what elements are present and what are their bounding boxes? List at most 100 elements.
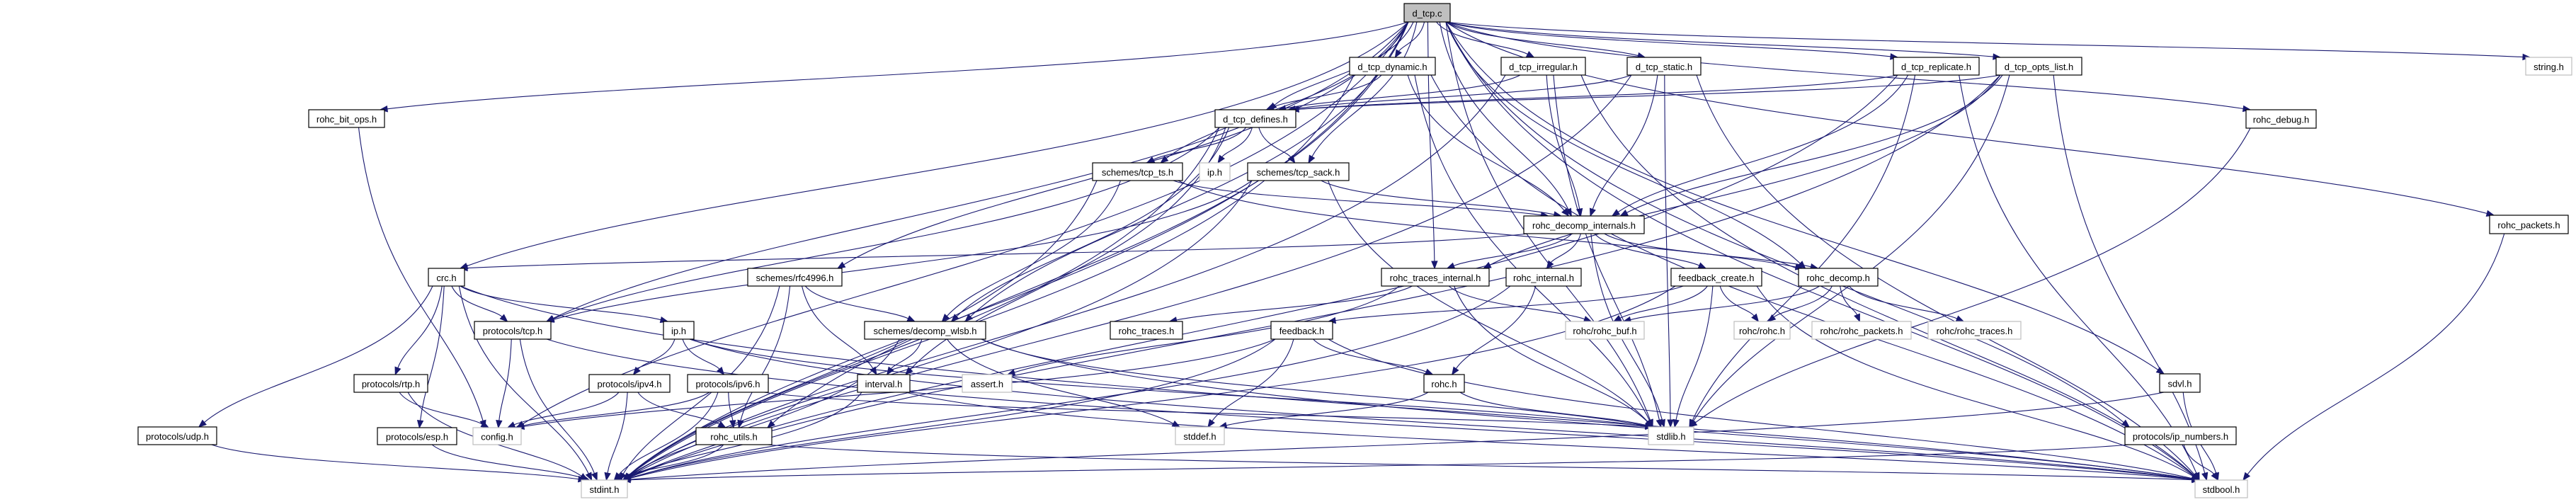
- node-protocols-udp-h[interactable]: protocols/udp.h: [137, 426, 217, 445]
- arrowhead-icon: [585, 472, 593, 481]
- node-box[interactable]: [1505, 268, 1582, 287]
- node-rohc-decomp-h[interactable]: rohc_decomp.h: [1798, 268, 1879, 287]
- node-ip-h[interactable]: ip.h: [663, 321, 695, 340]
- node-protocols-ipv6-h[interactable]: protocols/ipv6.h: [687, 374, 769, 393]
- node-schemes-tcp-sack-h[interactable]: schemes/tcp_sack.h: [1247, 162, 1350, 181]
- node-label: d_tcp.c: [1413, 8, 1442, 19]
- edge-crc-h-to-protocols-esp-h: [420, 285, 445, 421]
- node-box[interactable]: [1523, 215, 1645, 234]
- node-box[interactable]: [353, 374, 428, 393]
- node-label: rohc_debug.h: [2253, 115, 2310, 125]
- arrowhead-icon: [1854, 313, 1860, 323]
- edge-d-tcp-c-to-string-h: [1445, 21, 2524, 58]
- node-d-tcp-dynamic-h[interactable]: d_tcp_dynamic.h: [1349, 57, 1436, 76]
- arrowhead-icon: [2242, 472, 2251, 481]
- node-rohc-bit-ops-h[interactable]: rohc_bit_ops.h: [308, 109, 385, 128]
- node-box[interactable]: [1349, 57, 1436, 76]
- node-d-tcp-replicate-h[interactable]: d_tcp_replicate.h: [1893, 57, 1980, 76]
- node-box[interactable]: [1893, 57, 1980, 76]
- edge-d-tcp-replicate-h-to-d-tcp-defines-h: [1298, 74, 1898, 110]
- node-d-tcp-opts-list-h[interactable]: d_tcp_opts_list.h: [1995, 57, 2082, 76]
- node-rohc-decomp-internals-h[interactable]: rohc_decomp_internals.h: [1523, 215, 1645, 234]
- node-box[interactable]: [1995, 57, 2082, 76]
- node-box[interactable]: [428, 268, 465, 287]
- edge-rohc-bit-ops-h-to-config-h: [358, 127, 484, 421]
- node-box[interactable]: [1626, 57, 1702, 76]
- edge-d-tcp-c-to-rohc-decomp-internals-h: [1439, 21, 1569, 210]
- node-protocols-ipv4-h[interactable]: protocols/ipv4.h: [588, 374, 671, 393]
- node-protocols-tcp-h[interactable]: protocols/tcp.h: [474, 321, 552, 340]
- node-box[interactable]: [1798, 268, 1879, 287]
- node-box[interactable]: [1270, 321, 1333, 340]
- node-protocols-ip-numbers-h[interactable]: protocols/ip_numbers.h: [2124, 426, 2237, 445]
- node-rohc-traces-h[interactable]: rohc_traces.h: [1110, 321, 1183, 340]
- edge-crc-h-to-protocols-udp-h: [204, 285, 433, 423]
- node-d-tcp-c: d_tcp.c: [1403, 3, 1451, 23]
- edge-sdvl-h-to-stdint-h: [629, 392, 2165, 480]
- node-sdvl-h[interactable]: sdvl.h: [2159, 373, 2201, 393]
- edge-d-tcp-opts-list-h-to-rohc-traces-internal-h: [1489, 74, 2001, 266]
- arrowhead-icon: [1955, 315, 1965, 322]
- node-rohc-debug-h[interactable]: rohc_debug.h: [2245, 109, 2317, 129]
- node-schemes-decomp-wlsb-h[interactable]: schemes/decomp_wlsb.h: [864, 321, 986, 340]
- node-box[interactable]: [663, 321, 695, 340]
- node-interval-h[interactable]: interval.h: [857, 374, 911, 393]
- node-box[interactable]: [864, 321, 986, 340]
- node-rohc-packets-h[interactable]: rohc_packets.h: [2489, 215, 2569, 234]
- edge-d-tcp-c-to-protocols-ip-numbers-h: [1445, 21, 2124, 423]
- node-box: [2194, 479, 2248, 498]
- node-box[interactable]: [1110, 321, 1183, 340]
- node-box[interactable]: [2159, 373, 2201, 393]
- edge-schemes-rfc4996-h-to-stdint-h: [622, 285, 780, 474]
- node-rohc-internal-h[interactable]: rohc_internal.h: [1505, 268, 1582, 287]
- node-crc-h[interactable]: crc.h: [428, 268, 465, 287]
- node-box[interactable]: [2489, 215, 2569, 234]
- node-box[interactable]: [1247, 162, 1350, 181]
- edge-schemes-tcp-sack-h-to-rohc-decomp-internals-h: [1321, 180, 1555, 215]
- node-box[interactable]: [1670, 268, 1762, 287]
- node-label: protocols/ipv6.h: [695, 379, 760, 389]
- arrowhead-icon: [499, 314, 508, 322]
- node-feedback-create-h[interactable]: feedback_create.h: [1670, 268, 1762, 287]
- node-schemes-tcp-ts-h[interactable]: schemes/tcp_ts.h: [1092, 162, 1183, 181]
- edge-rohc-decomp-internals-h-to-stdlib-h: [1590, 233, 1663, 421]
- node-box[interactable]: [857, 374, 911, 393]
- node-rohc-traces-internal-h[interactable]: rohc_traces_internal.h: [1381, 268, 1490, 287]
- node-label: rohc/rohc_traces.h: [1937, 326, 2013, 336]
- node-protocols-esp-h[interactable]: protocols/esp.h: [377, 427, 457, 445]
- node-box[interactable]: [687, 374, 769, 393]
- node-box[interactable]: [1214, 109, 1296, 128]
- edge-ip-h-to-stdlib-h: [689, 338, 1646, 427]
- node-d-tcp-irregular-h[interactable]: d_tcp_irregular.h: [1500, 57, 1586, 76]
- edge-d-tcp-opts-list-h-to-stdbool-h: [2053, 74, 2206, 474]
- node-schemes-rfc4996-h[interactable]: schemes/rfc4996.h: [747, 268, 843, 287]
- node-d-tcp-static-h[interactable]: d_tcp_static.h: [1626, 57, 1702, 76]
- arrowhead-icon: [1688, 419, 1698, 428]
- node-box[interactable]: [308, 109, 385, 128]
- edge-rohc-debug-h-to-stdlib-h: [1694, 127, 2251, 423]
- node-box[interactable]: [137, 426, 217, 445]
- node-box[interactable]: [1381, 268, 1490, 287]
- edge-d-tcp-defines-h-to-ip-h-ext: [1221, 127, 1253, 158]
- node-rohc-h[interactable]: rohc.h: [1423, 374, 1465, 393]
- node-feedback-h[interactable]: feedback.h: [1270, 321, 1333, 340]
- node-rohc-utils-h[interactable]: rohc_utils.h: [695, 427, 773, 445]
- node-d-tcp-defines-h[interactable]: d_tcp_defines.h: [1214, 109, 1296, 128]
- arrowhead-icon: [1451, 366, 1459, 376]
- node-box[interactable]: [2124, 426, 2237, 445]
- node-box[interactable]: [588, 374, 671, 393]
- edge-feedback-create-h-to-stdint-h: [629, 285, 1676, 479]
- node-box[interactable]: [474, 321, 552, 340]
- node-string-h: string.h: [2525, 57, 2572, 76]
- node-box[interactable]: [695, 427, 773, 445]
- node-box[interactable]: [747, 268, 843, 287]
- edge-d-tcp-defines-h-to-protocols-tcp-h: [553, 127, 1220, 319]
- node-protocols-rtp-h[interactable]: protocols/rtp.h: [353, 374, 428, 393]
- edge-protocols-ipv6-h-to-stdint-h: [618, 392, 719, 475]
- node-box[interactable]: [377, 427, 457, 445]
- node-box[interactable]: [1500, 57, 1586, 76]
- node-box[interactable]: [2245, 109, 2317, 129]
- node-box[interactable]: [1423, 374, 1465, 393]
- edge-feedback-create-h-to-feedback-h: [1335, 285, 1684, 321]
- node-box[interactable]: [1092, 162, 1183, 181]
